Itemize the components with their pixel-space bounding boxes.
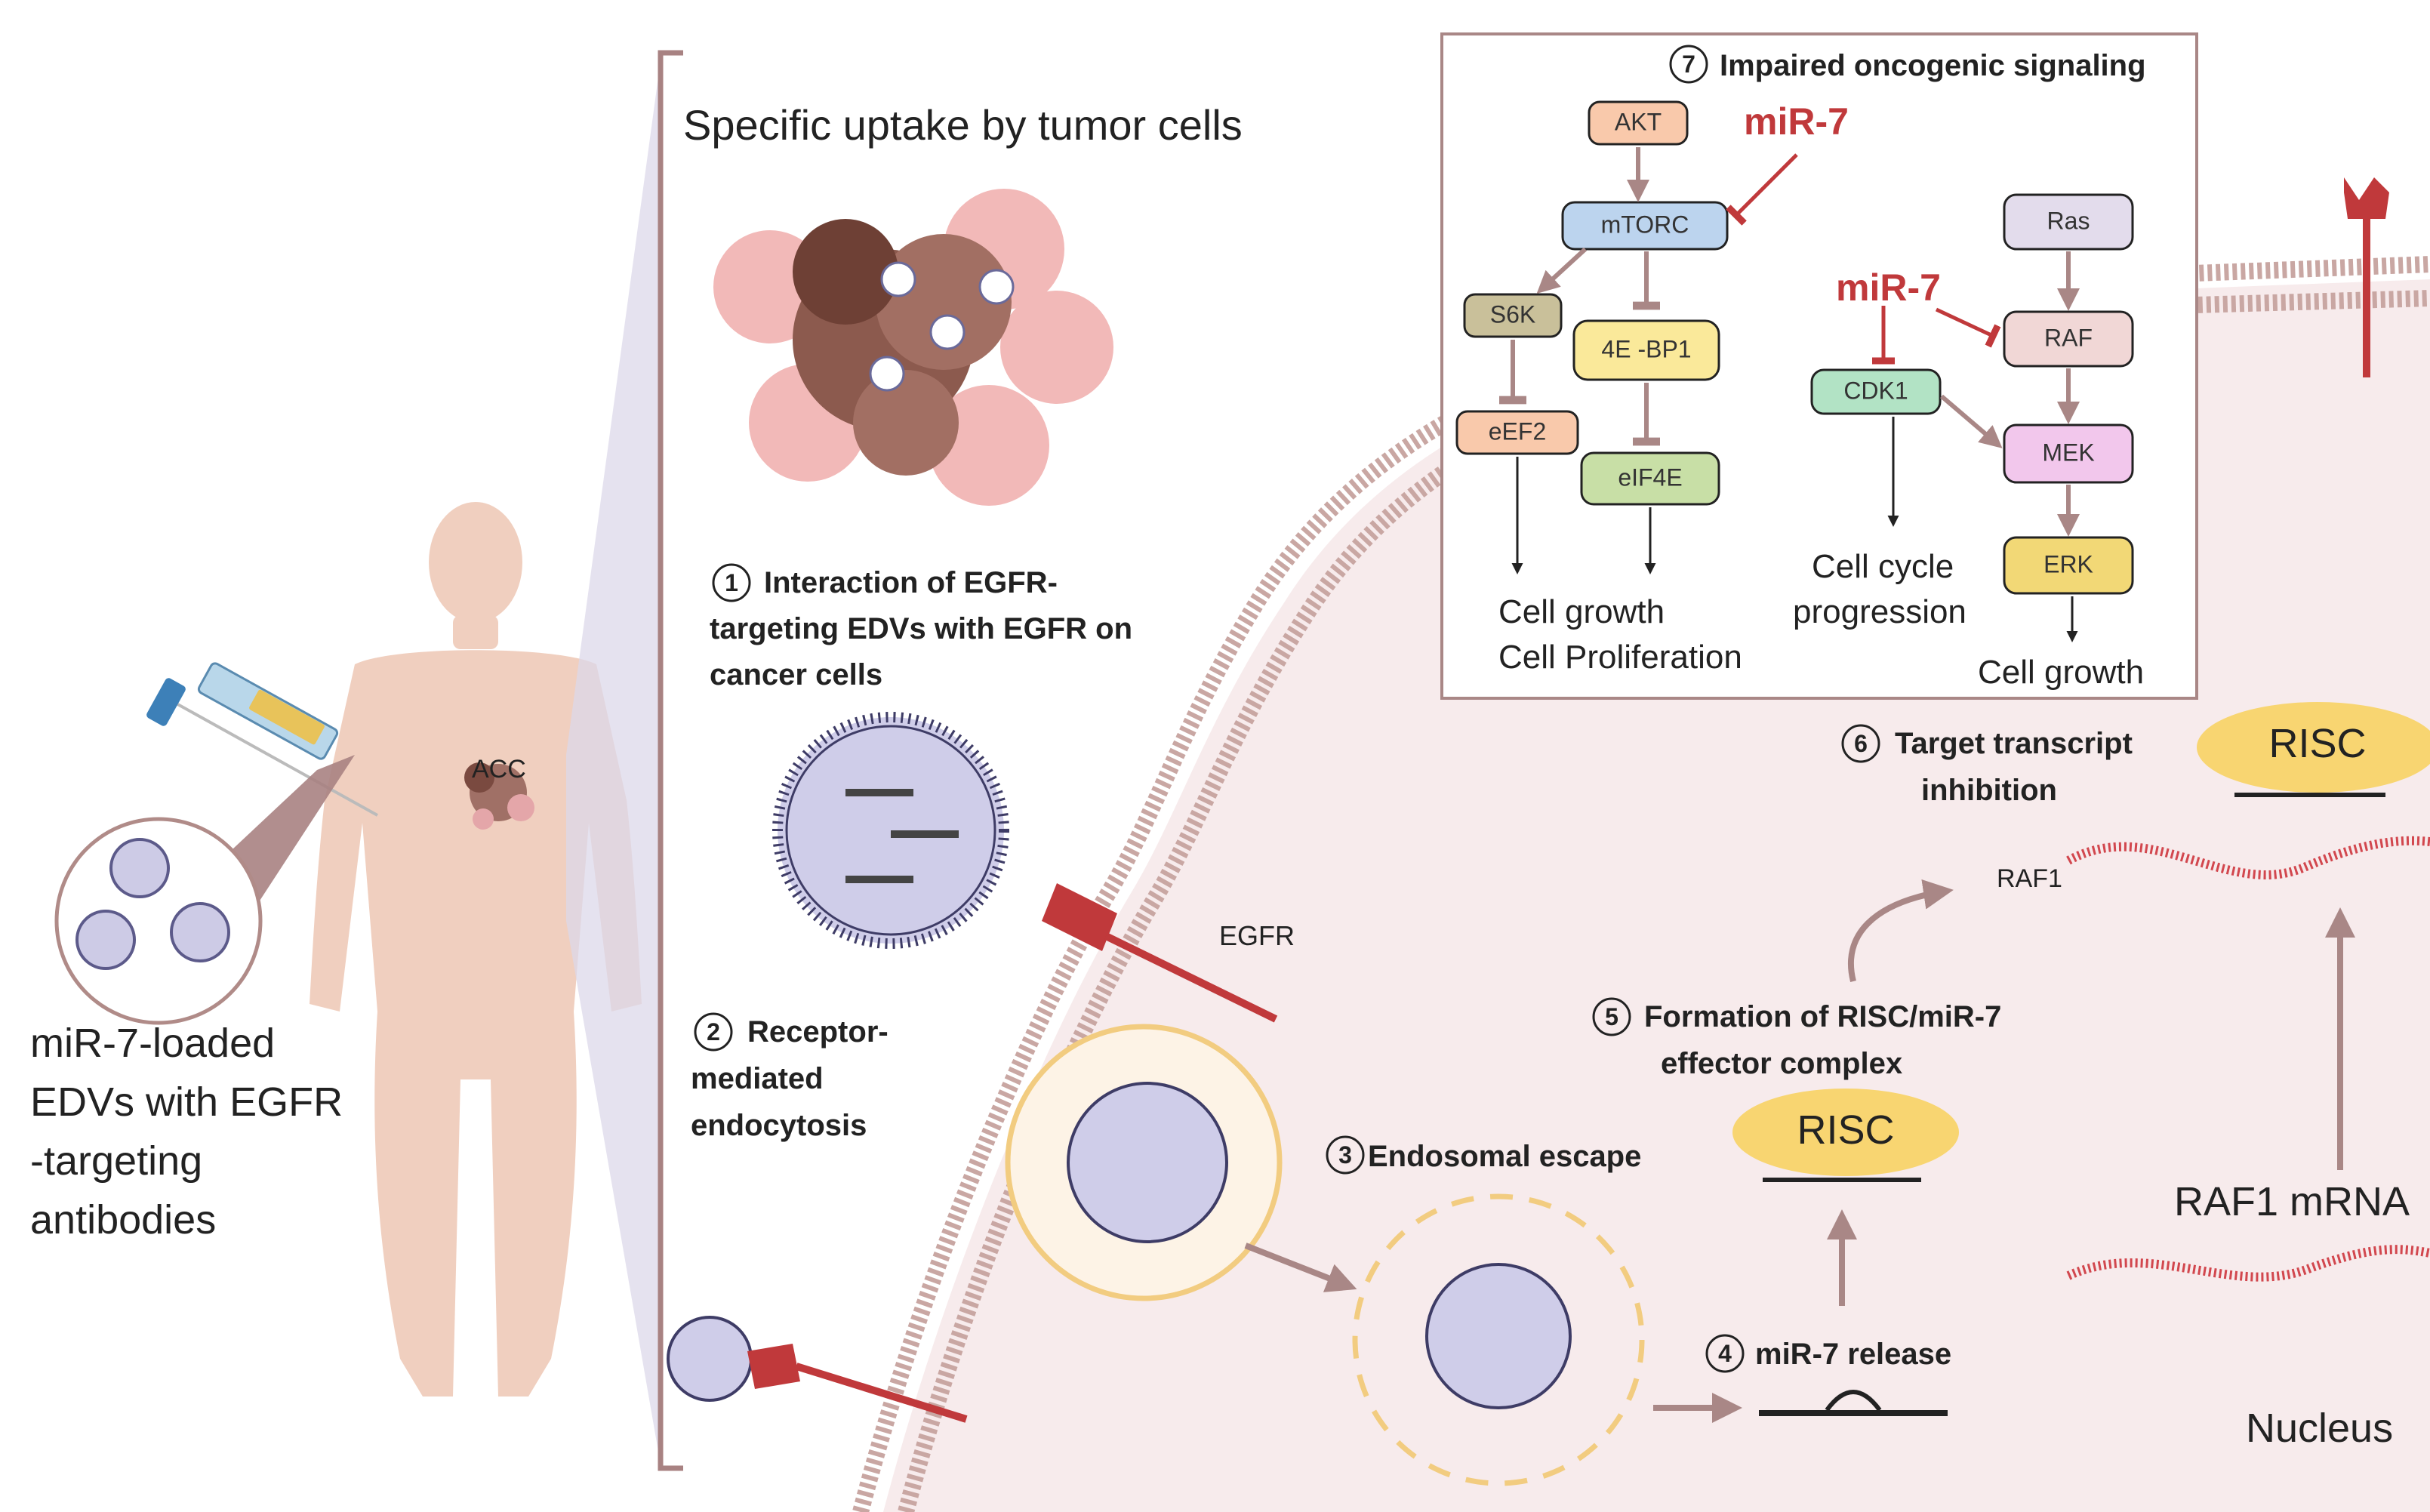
- node-eef2: eEF2: [1455, 410, 1579, 455]
- step-6: 6 Target transcript inhibition: [1841, 724, 2133, 807]
- pathway-title: 7 Impaired oncogenic signaling: [1669, 45, 2146, 84]
- step-2-number: 2: [707, 1018, 720, 1045]
- step-6-line-2: inhibition: [1921, 774, 2057, 807]
- step-2-line-2: mediated: [691, 1062, 824, 1095]
- svg-text:mTORC: mTORC: [1601, 211, 1689, 238]
- node-ras: Ras: [2003, 193, 2134, 251]
- svg-text:eIF4E: eIF4E: [1618, 463, 1682, 491]
- egfr-receptor: [1042, 883, 1278, 1023]
- node-mek: MEK: [2003, 423, 2134, 484]
- step-2-line-1: Receptor-: [747, 1015, 889, 1049]
- mirna-strand: [1759, 1390, 1948, 1416]
- step-1-number: 1: [725, 569, 738, 596]
- arrow-risc-to-target: [1847, 879, 1954, 982]
- edv-escaping: [1425, 1263, 1572, 1409]
- svg-text:CDK1: CDK1: [1843, 377, 1908, 404]
- step-4: 4 miR-7 release: [1705, 1334, 1951, 1373]
- escaping-endosome: [1352, 1193, 1645, 1486]
- svg-text:Ras: Ras: [2047, 207, 2090, 234]
- risc-label-2: RISC: [2268, 721, 2366, 766]
- risc-mirna-1: [1763, 1178, 1921, 1182]
- membrane-receptor-top: [2344, 177, 2389, 377]
- step-5: 5 Formation of RISC/miR-7 effector compl…: [1592, 997, 2001, 1080]
- step-3-number: 3: [1338, 1141, 1352, 1169]
- pathway-title-text: Impaired oncogenic signaling: [1720, 49, 2146, 82]
- step-2: 2 Receptor- mediated endocytosis: [691, 1012, 889, 1142]
- caption-line-2: EDVs with EGFR: [30, 1079, 343, 1125]
- step-3-label: Endosomal escape: [1368, 1140, 1641, 1173]
- step-2-line-3: endocytosis: [691, 1109, 867, 1142]
- raf1-transcript: [2066, 836, 2430, 879]
- arrow-endosome-to-escape: [1244, 1243, 1357, 1292]
- outcome-cell-cycle-1: Cell cycle: [1812, 548, 1954, 585]
- svg-text:eEF2: eEF2: [1489, 417, 1546, 445]
- node-erk: ERK: [2003, 536, 2134, 595]
- node-4ebp1: 4E -BP1: [1572, 319, 1720, 381]
- risc-label-1: RISC: [1797, 1107, 1894, 1153]
- tumor-cluster: [713, 189, 1113, 506]
- risc-complex-2: [2197, 702, 2430, 793]
- edv-in-endosome: [1067, 1082, 1228, 1243]
- uptake-title: Specific uptake by tumor cells: [683, 101, 1243, 149]
- risc-mirna-2: [2234, 793, 2385, 797]
- step-1-line-1: Interaction of EGFR-: [764, 566, 1058, 599]
- svg-text:MEK: MEK: [2042, 439, 2094, 466]
- mir7-label-1: miR-7: [1744, 100, 1849, 143]
- svg-text:AKT: AKT: [1615, 108, 1662, 135]
- caption-line-1: miR-7-loaded: [30, 1021, 275, 1066]
- edv-zoom-circle: [54, 817, 263, 1025]
- human-silhouette: [310, 502, 642, 1397]
- zoom-bracket: [658, 50, 683, 1471]
- outcome-cell-cycle-2: progression: [1793, 593, 1966, 630]
- step-6-line-1: Target transcript: [1895, 727, 2133, 760]
- edv-small-group: [75, 838, 230, 970]
- svg-text:S6K: S6K: [1490, 300, 1535, 328]
- risc-complex-1: [1732, 1089, 1959, 1176]
- node-eif4e: eIF4E: [1580, 451, 1720, 506]
- step-7-number: 7: [1682, 51, 1695, 78]
- mir7-label-2: miR-7: [1836, 266, 1941, 309]
- step-1: 1 Interaction of EGFR- targeting EDVs wi…: [710, 563, 1132, 691]
- tumor-site: [464, 762, 534, 830]
- caption-line-4: antibodies: [30, 1197, 216, 1243]
- edv-large: [772, 712, 1009, 949]
- syringe-icon: [146, 662, 378, 817]
- outcome-cell-growth-1: Cell growth: [1498, 593, 1665, 630]
- svg-text:4E -BP1: 4E -BP1: [1601, 335, 1691, 362]
- node-cdk1: CDK1: [1810, 368, 1942, 415]
- step-5-number: 5: [1605, 1003, 1618, 1030]
- step-4-label: miR-7 release: [1755, 1338, 1951, 1371]
- egfr-label: EGFR: [1219, 920, 1295, 951]
- step-4-number: 4: [1718, 1340, 1732, 1367]
- outcome-cell-growth-2: Cell growth: [1978, 654, 2144, 691]
- node-s6k: S6K: [1463, 293, 1563, 338]
- node-mtorc: mTORC: [1561, 201, 1729, 251]
- outcome-cell-proliferation: Cell Proliferation: [1498, 639, 1742, 676]
- caption-line-3: -targeting: [30, 1138, 202, 1184]
- step-1-line-2: targeting EDVs with EGFR on: [710, 612, 1132, 645]
- step-5-line-1: Formation of RISC/miR-7: [1644, 1000, 2001, 1033]
- step-1-line-3: cancer cells: [710, 658, 882, 691]
- svg-text:RAF: RAF: [2044, 324, 2093, 351]
- node-raf: RAF: [2003, 310, 2134, 368]
- acc-label: ACC: [472, 755, 526, 784]
- node-akt: AKT: [1588, 100, 1689, 146]
- step-5-line-2: effector complex: [1661, 1047, 1902, 1080]
- raf1-mrna-label: RAF1 mRNA: [2174, 1179, 2410, 1224]
- pathway-edges: [1499, 147, 2080, 642]
- step-3: 3 Endosomal escape: [1326, 1135, 1641, 1175]
- zoom-wedge-right: [566, 60, 661, 1464]
- nucleus-label: Nucleus: [2246, 1406, 2393, 1451]
- step-6-number: 6: [1854, 730, 1868, 757]
- edv-entering: [667, 1316, 968, 1423]
- left-caption: miR-7-loaded EDVs with EGFR -targeting a…: [30, 1021, 343, 1243]
- raf1-label: RAF1: [1997, 864, 2062, 893]
- svg-text:ERK: ERK: [2043, 550, 2093, 577]
